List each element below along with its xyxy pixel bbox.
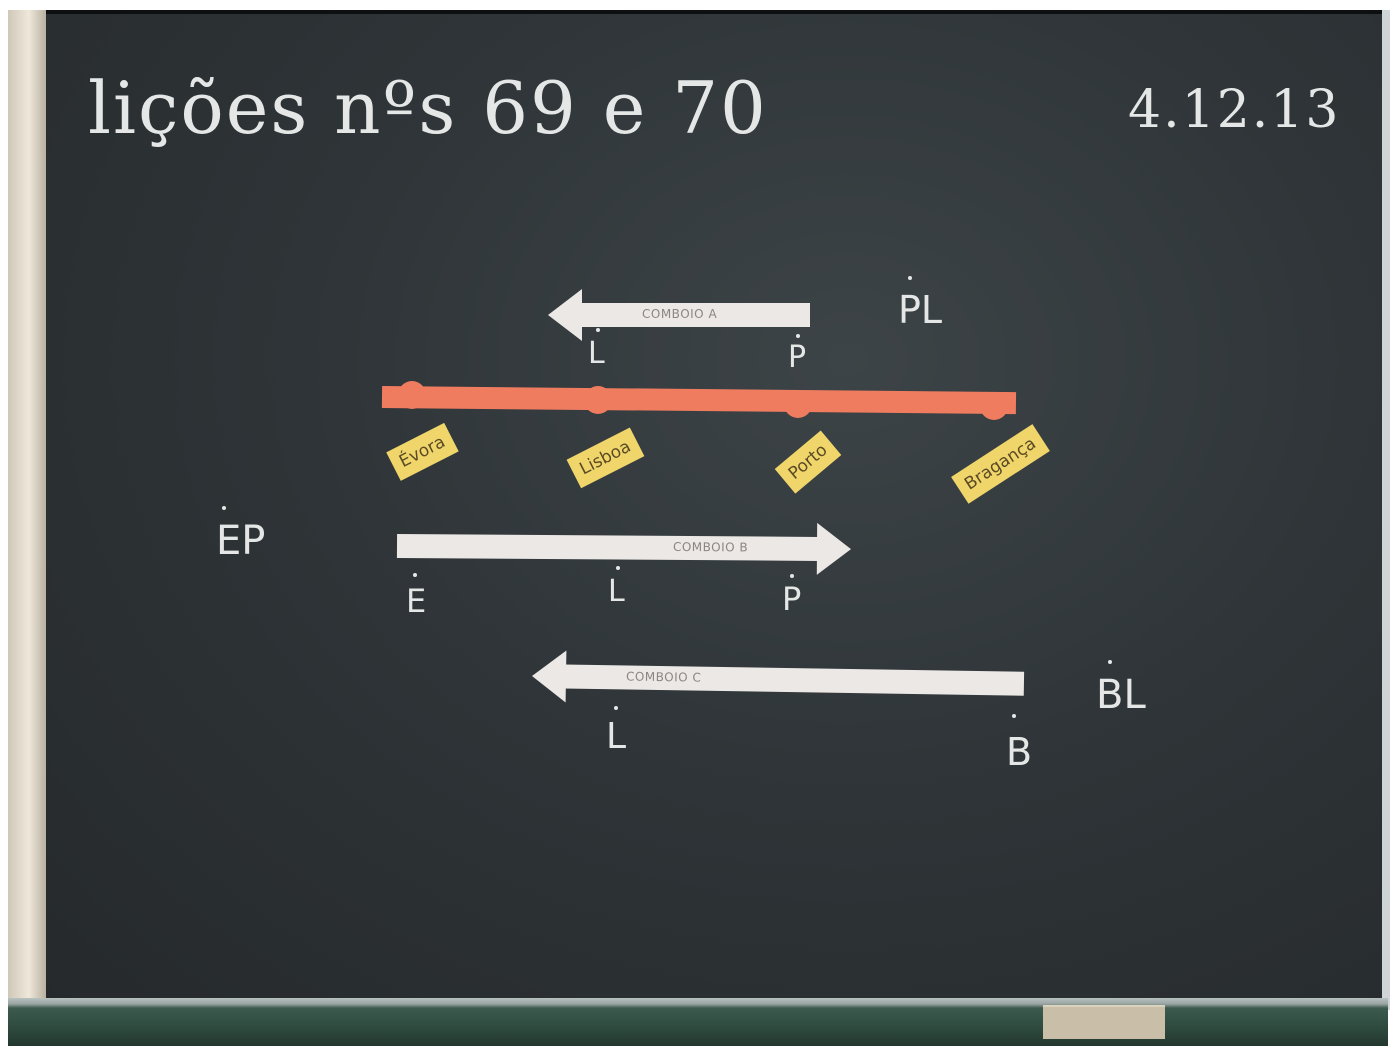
train-c-stop-l: L	[606, 716, 627, 757]
train-a-annotation: PL	[898, 288, 943, 332]
arrow-head-left-icon	[548, 289, 582, 341]
stop-dot-mark	[790, 574, 794, 578]
board-date: 4.12.13	[1128, 80, 1341, 140]
board-frame-right	[1382, 10, 1390, 1010]
stop-dot-mark	[796, 334, 800, 338]
station-dot-braganca	[980, 392, 1008, 420]
train-b-stop-l: L	[608, 574, 625, 609]
station-dot-porto	[784, 390, 812, 418]
arrow-head-right-icon	[816, 522, 852, 576]
chalk-tray	[8, 998, 1388, 1046]
stop-dot-mark	[596, 328, 600, 332]
train-c-annotation: BL	[1096, 672, 1146, 718]
stop-dot-mark	[413, 573, 417, 577]
train-c-stop-b: B	[1006, 730, 1033, 774]
train-b-stop-e: E	[406, 582, 427, 620]
stop-dot-mark	[616, 566, 620, 570]
train-b-annotation: EP	[216, 518, 266, 564]
arrow-shaft	[396, 534, 820, 561]
stop-dot-mark	[1012, 714, 1016, 718]
chalkboard	[46, 14, 1382, 1004]
train-b-stop-p: P	[782, 580, 802, 618]
stop-dot-mark	[908, 276, 912, 280]
train-b-label: COMBOIO B	[672, 539, 749, 555]
stop-dot-mark	[614, 706, 618, 710]
board-title: lições nºs 69 e 70	[88, 66, 768, 150]
arrow-head-left-icon	[531, 650, 567, 703]
train-c-label: COMBOIO C	[625, 669, 702, 685]
stop-dot-mark	[222, 506, 226, 510]
train-b-arrow: COMBOIO B	[396, 522, 853, 576]
stop-dot-mark	[1108, 660, 1112, 664]
train-a-stop-l: L	[588, 336, 605, 371]
train-a-stop-p: P	[788, 340, 807, 375]
arrow-shaft	[580, 303, 810, 327]
train-a-label: COMBOIO A	[642, 307, 718, 321]
train-a-arrow: COMBOIO A	[548, 289, 810, 341]
eraser	[1043, 1005, 1165, 1039]
board-frame-left	[8, 10, 46, 1010]
station-dot-evora	[398, 381, 426, 409]
station-dot-lisboa	[584, 386, 612, 414]
